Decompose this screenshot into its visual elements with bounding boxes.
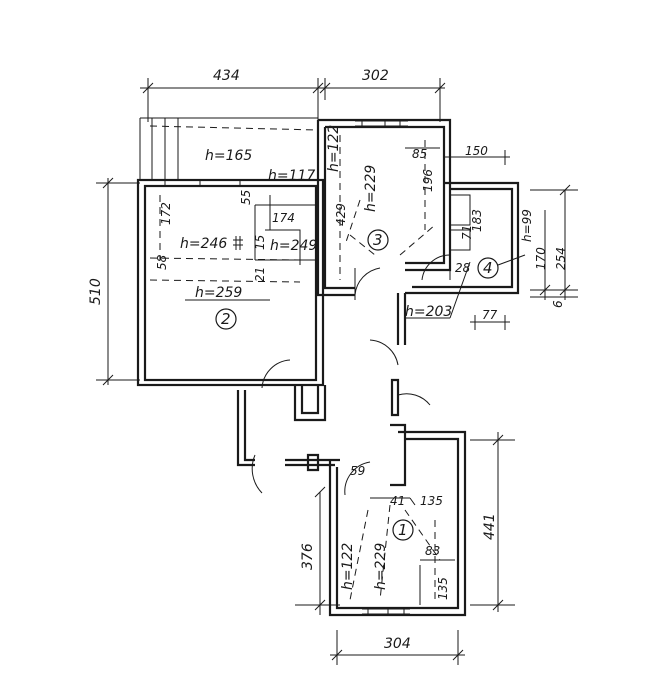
dimension-left — [96, 177, 140, 386]
dim-441: 441 — [482, 513, 498, 540]
label-41: 41 — [390, 494, 405, 508]
dimension-right-4 — [530, 184, 578, 300]
label-h229a: h=229 — [363, 165, 379, 212]
room-1-walls — [328, 423, 467, 617]
dim-302: 302 — [362, 68, 389, 84]
label-55a: 55 — [239, 190, 253, 205]
room-3-marker — [367, 229, 389, 251]
label-h117: h=117 — [268, 168, 315, 184]
label-h229b: h=229 — [373, 543, 389, 590]
dim-434: 434 — [213, 68, 240, 84]
label-h259: h=259 — [195, 285, 242, 301]
label-h99: h=99 — [520, 209, 534, 242]
room-1-number: 1 — [398, 521, 408, 539]
label-h203: h=203 — [405, 304, 452, 320]
label-196: 196 — [421, 169, 435, 192]
dimension-77 — [470, 315, 510, 330]
label-58: 58 — [155, 254, 169, 270]
label-h165: h=165 — [205, 148, 252, 164]
label-59: 59 — [350, 464, 365, 478]
dimension-441 — [470, 432, 515, 612]
dim-150: 150 — [465, 144, 488, 158]
room-2-number: 2 — [221, 310, 231, 328]
label-h122b: h=122 — [340, 543, 356, 590]
dim-254: 254 — [554, 247, 568, 270]
room-3-number: 3 — [373, 231, 383, 249]
room-2-marker — [215, 308, 237, 330]
label-83: 83 — [425, 544, 440, 558]
label-135b: 135 — [436, 577, 450, 600]
dim-6: 6 — [551, 300, 565, 308]
h203-leader — [405, 261, 471, 319]
dim-77: 77 — [482, 308, 498, 322]
label-172: 172 — [159, 202, 173, 225]
dimension-376 — [295, 486, 340, 615]
label-15: 15 — [253, 235, 267, 250]
label-429: 429 — [334, 203, 348, 226]
room-4-walls — [405, 181, 520, 295]
hallway-walls — [236, 293, 431, 494]
label-h122a: h=122 — [326, 125, 342, 172]
dimension-304 — [330, 630, 465, 665]
label-183: 183 — [470, 209, 484, 232]
label-21: 21 — [253, 267, 267, 282]
label-71: 71 — [460, 225, 474, 240]
dim-376: 376 — [300, 543, 316, 570]
dimension-150 — [445, 150, 510, 165]
dim-170: 170 — [534, 247, 548, 270]
dim-510: 510 — [88, 278, 104, 305]
label-85: 85 — [412, 147, 427, 161]
dim-304: 304 — [384, 636, 411, 652]
room-2-walls — [136, 117, 325, 387]
dimension-top — [140, 78, 446, 122]
label-h246: h=246 — [180, 236, 227, 252]
grid-symbol — [233, 236, 243, 250]
room-4-leader — [497, 254, 526, 266]
label-174: 174 — [272, 211, 295, 225]
room-4-marker — [477, 257, 499, 279]
label-135a: 135 — [420, 494, 443, 508]
room-1-marker — [392, 519, 414, 541]
room-4-number: 4 — [483, 259, 493, 277]
label-h249: h=249 — [270, 238, 317, 254]
